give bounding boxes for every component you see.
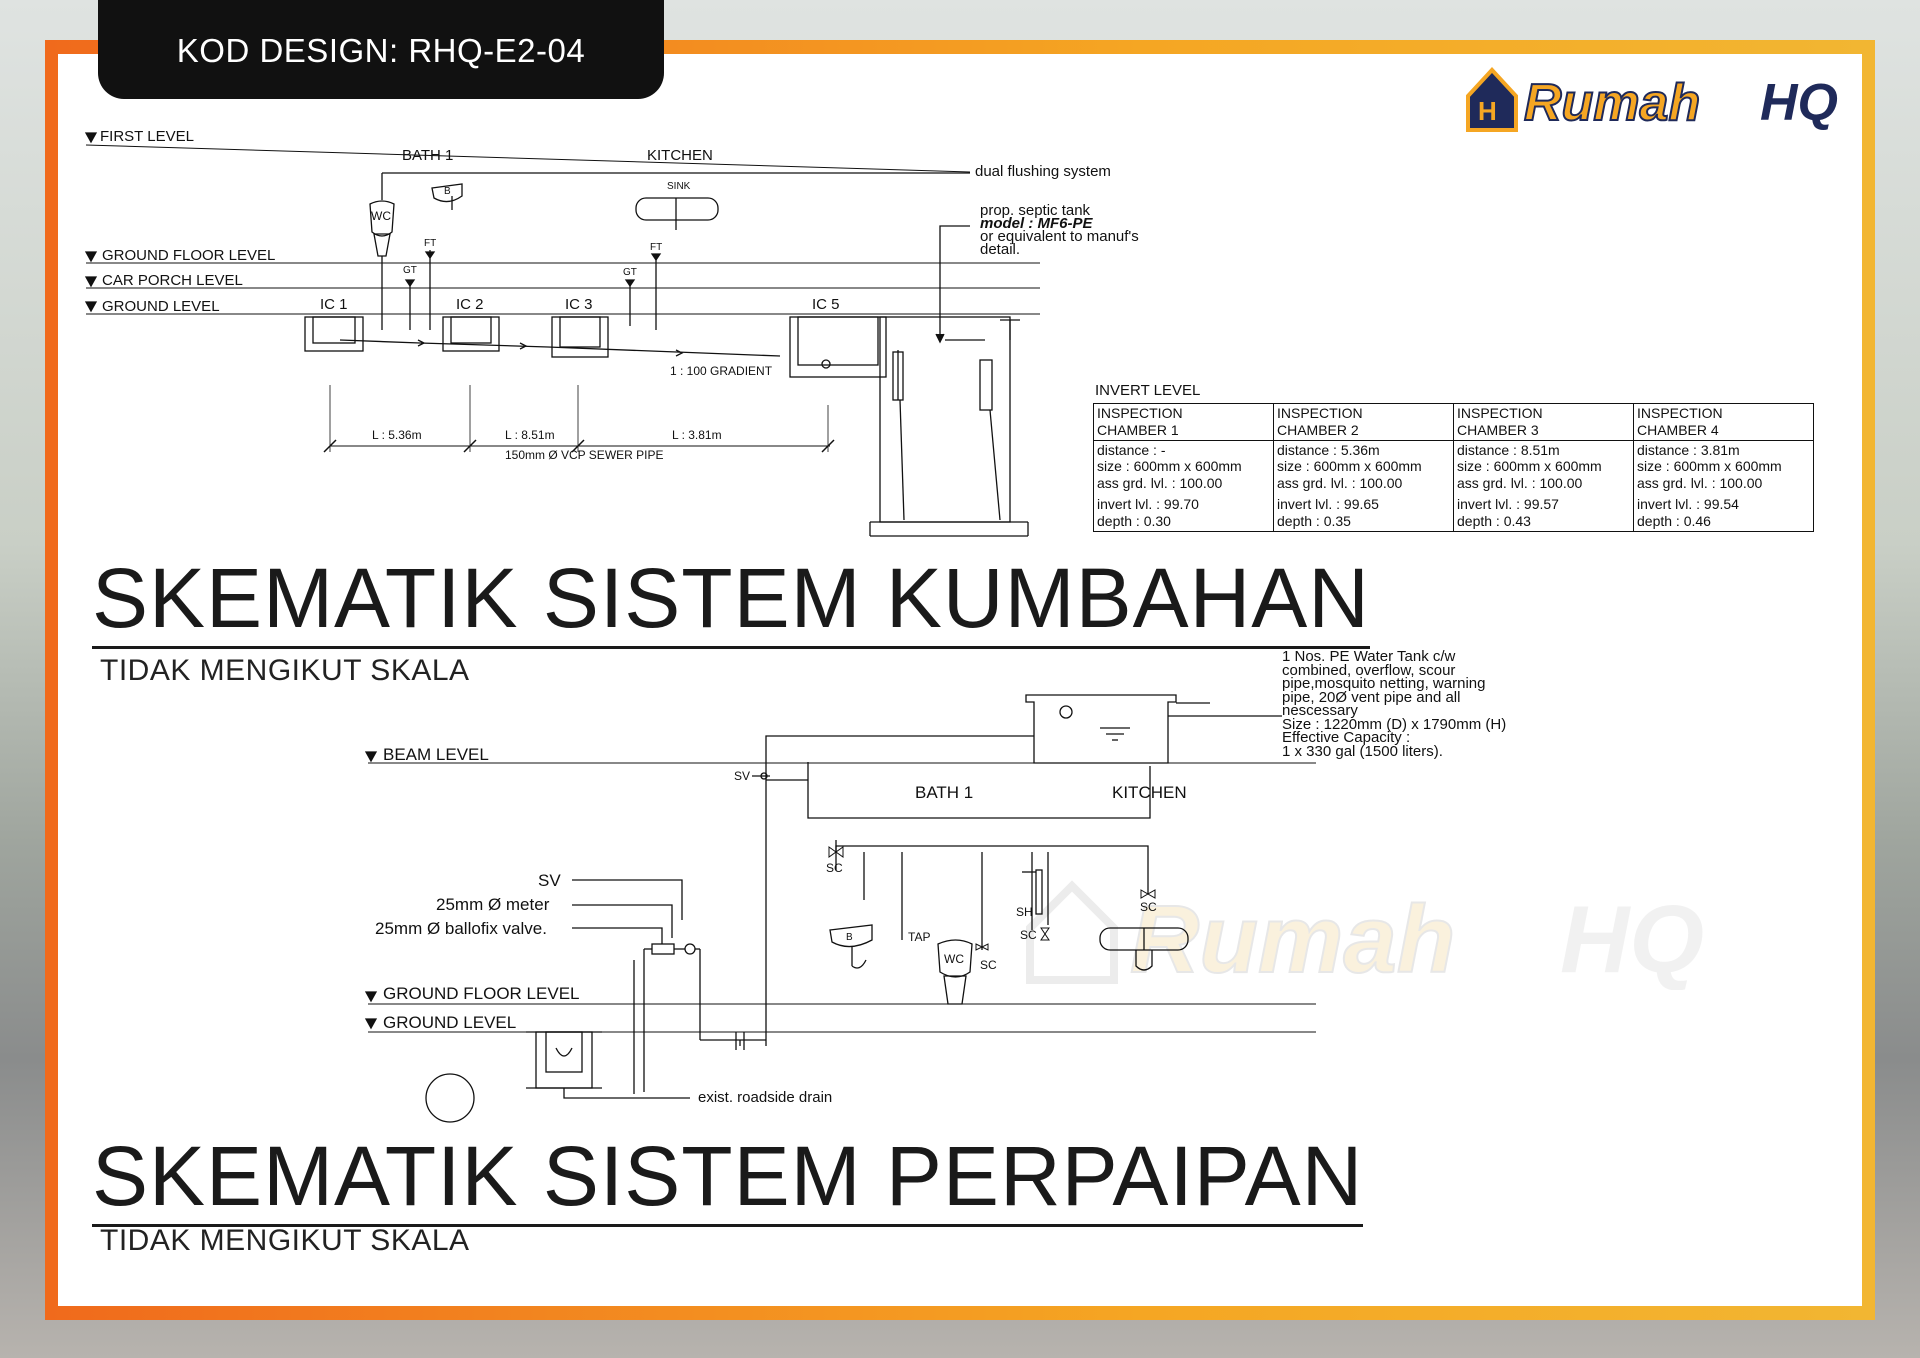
logo-text-main: Rumah (1524, 74, 1700, 132)
distance-3: L : 3.81m (672, 428, 722, 442)
design-code-tab: KOD DESIGN: RHQ-E2-04 (98, 0, 664, 99)
svg-text:Rumah: Rumah (1130, 886, 1455, 990)
ft-label-2: FT (650, 242, 663, 253)
dual-flush-note: dual flushing system (975, 163, 1111, 180)
water-tank-note: 1 Nos. PE Water Tank c/w combined, overf… (1282, 648, 1507, 760)
piping-title: SKEMATIK SISTEM PERPAIPAN (92, 1134, 1364, 1227)
first-level-label: FIRST LEVEL (100, 128, 194, 145)
pipe-basin-label: B (846, 932, 853, 943)
pipe-wc-label: WC (944, 952, 964, 966)
sc-label-3: SC (1020, 928, 1037, 942)
sv-label: SV (538, 871, 561, 890)
ballofix-label: 25mm Ø ballofix valve. (375, 919, 547, 938)
wc-label: WC (371, 209, 391, 223)
beam-level-label: BEAM LEVEL (383, 745, 489, 764)
watermark-logo: Rumah HQ (1026, 880, 1704, 990)
sewer-title: SKEMATIK SISTEM KUMBAHAN (92, 556, 1370, 649)
svg-text:HQ: HQ (1560, 886, 1704, 990)
ic5-label: IC 5 (812, 296, 840, 313)
ic3-label: IC 3 (565, 296, 593, 313)
ground-level-label: GROUND LEVEL (102, 298, 220, 315)
logo-text-accent: HQ (1760, 74, 1838, 132)
sc-label-4: SC (1140, 900, 1157, 914)
roadside-drain-label: exist. roadside drain (698, 1089, 833, 1106)
sh-label: SH (1016, 905, 1033, 919)
tap-label: TAP (908, 930, 931, 944)
sc-label-2: SC (980, 958, 997, 972)
bath-label: BATH 1 (402, 147, 454, 164)
ic1-label: IC 1 (320, 296, 348, 313)
sv-top-label: SV (734, 769, 751, 783)
gt-label-1: GT (403, 265, 417, 276)
pipe-ground-floor-label: GROUND FLOOR LEVEL (383, 984, 580, 1003)
sewer-subtitle: TIDAK MENGIKUT SKALA (100, 654, 470, 687)
meter-label: 25mm Ø meter (436, 895, 550, 914)
svg-text:H: H (1478, 96, 1497, 126)
ground-floor-level-label: GROUND FLOOR LEVEL (102, 247, 276, 264)
ft-label-1: FT (424, 238, 437, 249)
rumahhq-logo: H Rumah HQ (1466, 67, 1838, 133)
sc-label-1: SC (826, 861, 843, 875)
pipe-kitchen-label: KITCHEN (1112, 783, 1187, 802)
invert-level-title: INVERT LEVEL (1095, 382, 1201, 399)
gt-label-2: GT (623, 267, 637, 278)
distance-1: L : 5.36m (372, 428, 422, 442)
kitchen-label: KITCHEN (647, 147, 713, 164)
piping-subtitle: TIDAK MENGIKUT SKALA (100, 1224, 470, 1257)
septic-note: prop. septic tank model : MF6-PE or equi… (980, 202, 1139, 258)
house-logo-icon: H (1466, 67, 1518, 132)
pipe-ground-level-label: GROUND LEVEL (383, 1013, 517, 1032)
basin-label: B (444, 186, 451, 197)
gradient-note: 1 : 100 GRADIENT (670, 364, 773, 378)
pipe-note: 150mm Ø VCP SEWER PIPE (505, 448, 664, 462)
sink-label: SINK (667, 181, 691, 192)
car-porch-level-label: CAR PORCH LEVEL (102, 272, 243, 289)
ic2-label: IC 2 (456, 296, 484, 313)
distance-2: L : 8.51m (505, 428, 555, 442)
pipe-bath-label: BATH 1 (915, 783, 974, 802)
